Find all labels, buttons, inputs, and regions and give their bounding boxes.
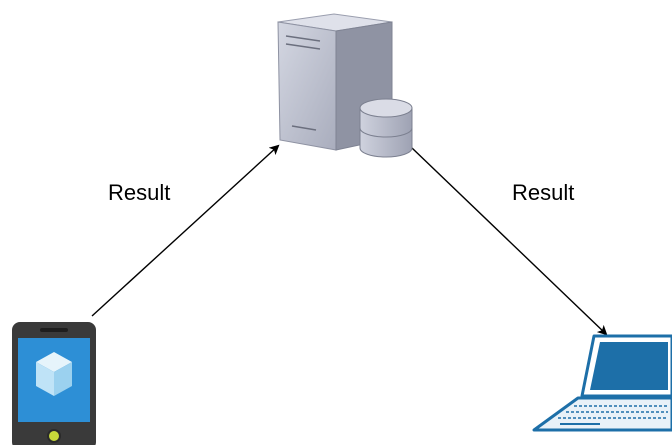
laptop-icon [532,334,672,432]
edge-server-to-laptop [411,147,608,336]
database-icon [359,98,413,158]
server-with-database-icon [277,13,413,158]
mobile-app-phone-icon [12,322,96,445]
edge-label-server-laptop: Result [512,180,575,205]
app-cube-icon [36,352,72,396]
home-button-icon [47,429,61,443]
edge-label-mobile-server: Result [108,180,171,205]
edge-mobile-to-server [91,144,280,317]
